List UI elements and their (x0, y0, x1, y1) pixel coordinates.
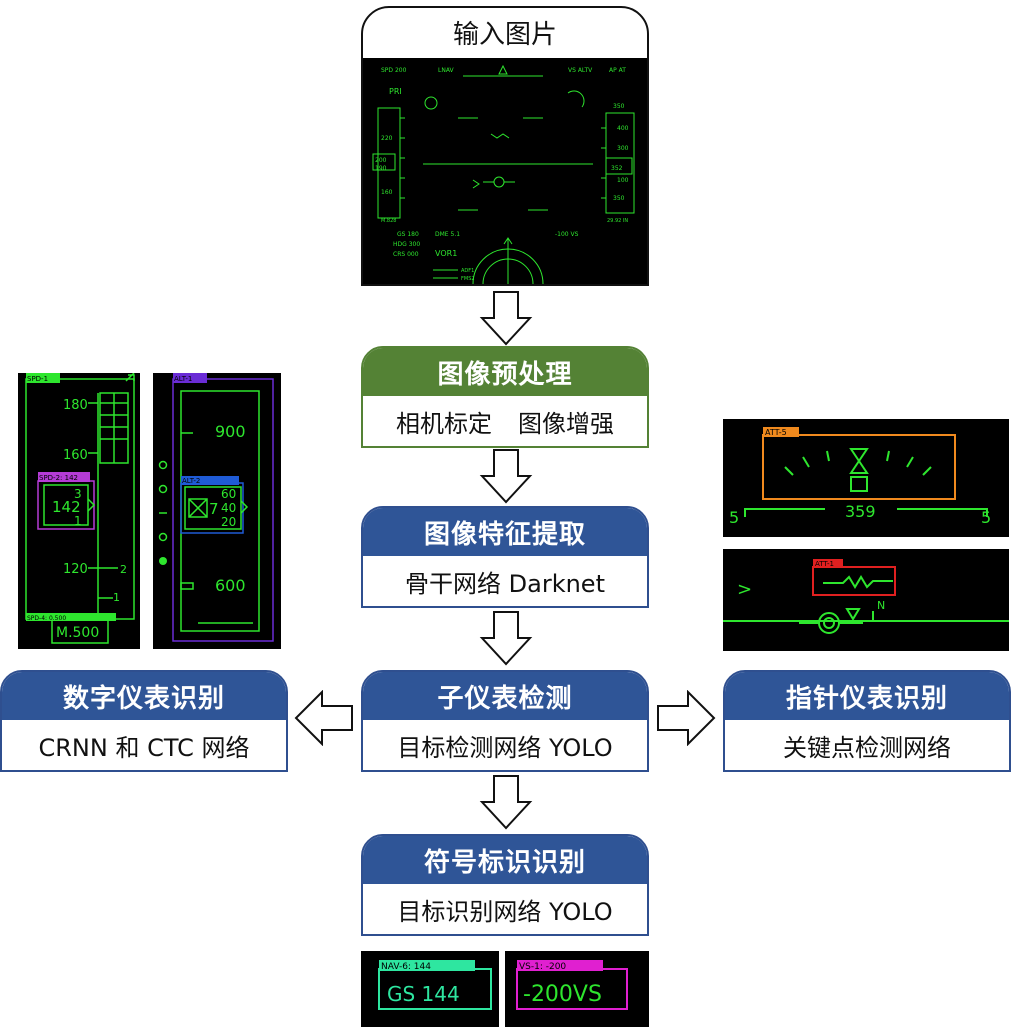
speed-box1-label: SPD-1 (27, 375, 48, 383)
hud-spd-tick-3: 160 (381, 189, 393, 196)
arrow-down-icon (479, 611, 533, 666)
attitude-crop-att5: ATT-5 5 5 359 (723, 419, 1009, 537)
hud-adf1: ADF1 (461, 268, 474, 274)
nav6-graphic: NAV-6: 144 GS 144 (378, 960, 492, 1010)
speed-mach: M.500 (56, 625, 99, 641)
hud-vor1: VOR1 (435, 249, 457, 258)
hud-spd-tick-0: 220 (381, 135, 393, 142)
preprocess-body: 相机标定 图像增强 (363, 396, 647, 446)
att5-left: 5 (729, 508, 739, 527)
input-image-frame: 输入图片 (361, 6, 649, 286)
arrow-down-icon (479, 449, 533, 504)
features-title: 图像特征提取 (363, 508, 647, 556)
symbol-body: 目标识别网络 YOLO (397, 897, 613, 926)
hud-hdg: HDG 300 (393, 241, 420, 248)
att5-hdg: 359 (845, 502, 876, 521)
speed-tick-160: 160 (63, 448, 88, 463)
vs1-graphic: VS-1: -200 -200VS (516, 960, 628, 1010)
vs1-crop: VS-1: -200 -200VS (505, 951, 649, 1027)
vs1-value: -200VS (523, 982, 602, 1007)
att1-n: N (877, 599, 885, 612)
hud-alt-tick-4: 100 (617, 177, 629, 184)
speed-tick-120: 120 (63, 562, 88, 577)
detect-body: 目标检测网络 YOLO (397, 733, 613, 762)
speed-right-2: 2 (120, 563, 127, 576)
preprocess-title: 图像预处理 (363, 348, 647, 396)
hud-alt-tick-5: 350 (613, 195, 625, 202)
hud-baro: 29.92 IN (607, 218, 628, 224)
preprocess-box: 图像预处理 相机标定 图像增强 (361, 346, 649, 448)
alt-val-7: 7 (209, 500, 219, 518)
arrow-left-icon (294, 690, 353, 746)
altitude-tape-graphic: ALT-1 ALT-2 900 600 60 40 20 7 (158, 373, 274, 642)
att5-right: 5 (981, 508, 991, 527)
hud-mach: M.828 (381, 218, 396, 224)
speed-right-1: 1 (113, 591, 120, 604)
hud-gs: GS 180 (397, 231, 419, 238)
preprocess-item-calibration: 相机标定 (396, 409, 492, 438)
att5-graphic: ATT-5 5 5 359 (729, 427, 991, 527)
symbol-box: 符号标识识别 目标识别网络 YOLO (361, 834, 649, 936)
nav6-value: GS 144 (387, 982, 460, 1006)
hud-ap-at: AP AT (609, 67, 626, 74)
hud-alt-tick-0: 350 (613, 103, 625, 110)
hud-fms2: FMS2 (461, 276, 475, 282)
speed-box4-label: SPD-4: 0.500 (27, 615, 66, 622)
features-body: 骨干网络 Darknet (405, 569, 605, 598)
att1-arrow: > (737, 579, 752, 600)
altitude-tape-crop: ALT-1 ALT-2 900 600 60 40 20 7 (153, 373, 281, 649)
speed-val-mid: 142 (52, 498, 81, 516)
hud-spd: SPD 200 (381, 67, 407, 74)
pointer-body: 关键点检测网络 (783, 733, 951, 762)
alt-box2-label: ALT-2 (182, 477, 200, 485)
arrow-down-icon (479, 775, 533, 830)
features-box: 图像特征提取 骨干网络 Darknet (361, 506, 649, 608)
speed-box2-label: SPD-2: 142 (39, 474, 78, 482)
arrow-down-icon (479, 291, 533, 346)
input-image-title: 输入图片 (452, 19, 557, 50)
preprocess-item-enhance: 图像增强 (518, 409, 614, 438)
hud-dme: DME 5.1 (435, 231, 460, 238)
speed-tape-graphic: SPD-1 SPD-2: 142 SPD-4: 0.500 180 160 12… (25, 372, 135, 644)
hud-pri: PRI (389, 87, 402, 96)
att1-graphic: ATT-1 > N (723, 559, 1009, 634)
alt-tick-900: 900 (215, 422, 246, 441)
hud-vs-altv: VS ALTV (568, 67, 593, 74)
detect-box: 子仪表检测 目标检测网络 YOLO (361, 670, 649, 772)
hud-vs: -100 VS (555, 231, 579, 238)
symbol-title: 符号标识识别 (363, 836, 647, 884)
alt-val-40: 40 (221, 501, 236, 515)
hud-spd-tick-1: 200 (375, 157, 387, 164)
hud-graphic: SPD 200 LNAV VS ALTV AP AT PRI 220 200 1… (372, 64, 635, 284)
hud-alt-tick-1: 400 (617, 125, 629, 132)
speed-val-bot: 1 (74, 514, 82, 528)
alt-box1-label: ALT-1 (174, 375, 192, 383)
arrow-right-icon (657, 690, 716, 746)
vs1-label: VS-1: -200 (519, 962, 566, 972)
att1-label: ATT-1 (815, 560, 834, 568)
pointer-box: 指针仪表识别 关键点检测网络 (723, 670, 1011, 772)
detect-title: 子仪表检测 (363, 672, 647, 720)
digital-body: CRNN 和 CTC 网络 (38, 733, 250, 762)
alt-val-20: 20 (221, 515, 236, 529)
att5-label: ATT-5 (765, 428, 787, 437)
hud-alt-tick-2: 300 (617, 145, 629, 152)
speed-val-top: 3 (74, 487, 82, 501)
hud-crs: CRS 000 (393, 251, 419, 258)
attitude-crop-att1: ATT-1 > N (723, 549, 1009, 651)
hud-alt-tick-3: 352 (611, 165, 623, 172)
nav6-crop: NAV-6: 144 GS 144 (361, 951, 499, 1027)
hud-spd-tick-2: 190 (375, 165, 387, 172)
nav6-label: NAV-6: 144 (381, 962, 431, 972)
alt-val-60: 60 (221, 487, 236, 501)
speed-tape-crop: SPD-1 SPD-2: 142 SPD-4: 0.500 180 160 12… (18, 372, 140, 649)
pointer-title: 指针仪表识别 (725, 672, 1009, 720)
speed-tick-180: 180 (63, 398, 88, 413)
digital-box: 数字仪表识别 CRNN 和 CTC 网络 (0, 670, 288, 772)
hud-screenshot: SPD 200 LNAV VS ALTV AP AT PRI 220 200 1… (363, 58, 647, 284)
alt-tick-600: 600 (215, 576, 246, 595)
digital-title: 数字仪表识别 (2, 672, 286, 720)
hud-lnav: LNAV (438, 67, 455, 74)
